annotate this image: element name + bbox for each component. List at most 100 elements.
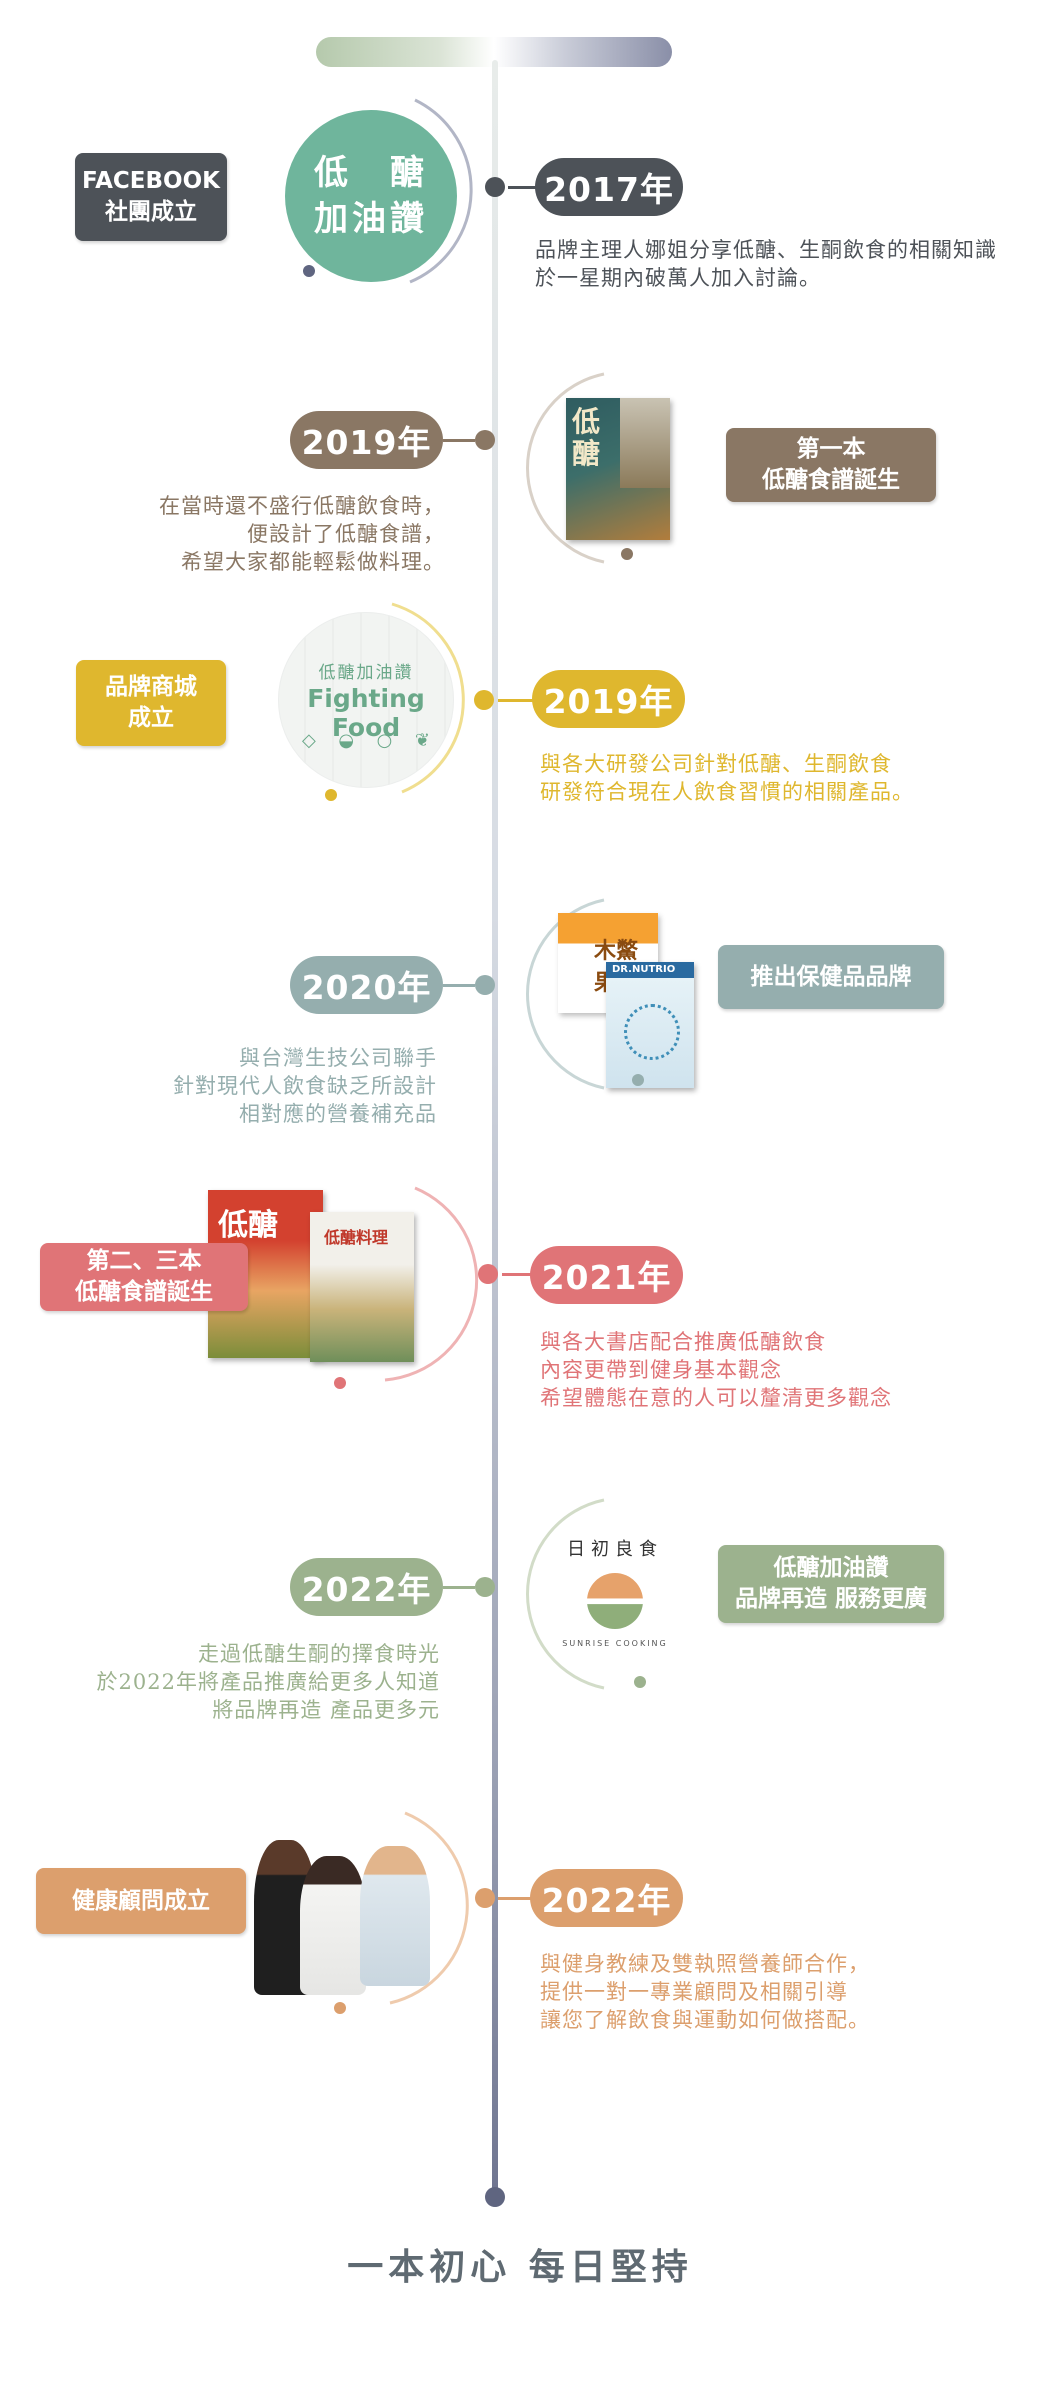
- description-line: 與台灣生技公司聯手: [239, 1046, 437, 1070]
- sunrise-cooking-logo: 日初良食 SUNRISE COOKING: [552, 1535, 678, 1671]
- description-line: 品牌主理人娜姐分享低醣、生酮飲食的相關知識: [535, 238, 997, 262]
- year-badge: 2021年: [530, 1246, 683, 1304]
- description-line: 讓您了解飲食與運動如何做搭配。: [540, 2008, 870, 2032]
- decorative-arc: [391, 602, 465, 794]
- logo-line: 低 醣: [314, 153, 428, 193]
- fighting-food-logo: 低醣加油讚 Fighting Food ◇ ◒ ○ ❦: [278, 612, 454, 788]
- timeline-node: [475, 975, 495, 995]
- decorative-arc: [409, 98, 473, 284]
- milestone-label: FACEBOOK 社團成立: [75, 153, 227, 241]
- year-badge: 2017年: [535, 158, 683, 216]
- decorative-arc: [526, 372, 605, 564]
- footer-slogan: 一本初心 每日堅持: [347, 2247, 693, 2288]
- milestone-description: 與各大研發公司針對低醣、生酮飲食 研發符合現在人飲食習慣的相關產品。: [540, 750, 914, 806]
- description-line: 希望大家都能輕鬆做料理。: [181, 550, 445, 574]
- year-badge: 2022年: [290, 1558, 443, 1616]
- timeline-node: [475, 430, 495, 450]
- milestone-description: 與各大書店配合推廣低醣飲食 內容更帶到健身基本觀念 希望體態在意的人可以釐清更多…: [540, 1328, 892, 1412]
- milestone-label: 第一本低醣食譜誕生: [726, 428, 936, 502]
- description-line: 提供一對一專業顧問及相關引導: [540, 1980, 848, 2004]
- timeline-connector: [443, 1586, 475, 1589]
- timeline-connector: [508, 186, 538, 189]
- recipe-book-cover: 低醣: [208, 1190, 323, 1358]
- timeline-line: [492, 60, 498, 2200]
- decorative-arc: [526, 1498, 605, 1690]
- year-badge: 2019年: [532, 670, 685, 728]
- description-line: 於2022年將產品推廣給更多人知道: [96, 1670, 440, 1694]
- milestone-description: 品牌主理人娜姐分享低醣、生酮飲食的相關知識 於一星期內破萬人加入討論。: [535, 236, 997, 292]
- timeline-connector: [443, 439, 475, 442]
- food-icons: ◇ ◒ ○ ❦: [302, 730, 430, 751]
- timeline-node: [485, 177, 505, 197]
- milestone-label: 低醣加油讚品牌再造 服務更廣: [718, 1545, 944, 1623]
- milestone-label: 第二、三本低醣食譜誕生: [40, 1243, 248, 1311]
- sun-icon: [587, 1573, 643, 1629]
- description-line: 走過低醣生酮的擇食時光: [198, 1642, 440, 1666]
- timeline-node: [478, 1264, 498, 1284]
- milestone-description: 與台灣生技公司聯手 針對現代人飲食缺乏所設計 相對應的營養補充品: [100, 1044, 437, 1128]
- timeline-connector: [443, 984, 475, 987]
- year-badge: 2019年: [290, 411, 443, 469]
- milestone-description: 在當時還不盛行低醣飲食時， 便設計了低醣食譜， 希望大家都能輕鬆做料理。: [100, 492, 445, 576]
- book-title: 低醣料理: [324, 1228, 389, 1247]
- label-line: 第一本: [796, 436, 866, 462]
- label-line: 品牌商城: [105, 674, 197, 700]
- timeline-connector: [498, 699, 534, 702]
- accent-dot: [634, 1676, 646, 1688]
- logo-line: 低醣加油讚: [318, 663, 414, 683]
- timeline-connector: [498, 1897, 534, 1900]
- timeline-end-dot: [485, 2187, 505, 2207]
- accent-dot: [621, 548, 633, 560]
- description-line: 針對現代人飲食缺乏所設計: [173, 1074, 437, 1098]
- brand-logo-circle: 低 醣 加油讚: [285, 110, 457, 282]
- label-line: 成立: [128, 705, 174, 731]
- logo-line: 加油讚: [314, 199, 428, 239]
- label-line: 低醣食譜誕生: [762, 467, 900, 493]
- leaf-icon: ❦: [414, 730, 430, 751]
- description-line: 在當時還不盛行低醣飲食時，: [159, 494, 445, 518]
- logo-line: Fighting Food: [307, 684, 425, 742]
- label-line: 低醣加油讚: [773, 1555, 889, 1581]
- description-line: 於一星期內破萬人加入討論。: [535, 266, 821, 290]
- timeline-connector: [502, 1273, 532, 1276]
- supplement-box-blue: DR.NUTRIO: [606, 962, 694, 1088]
- label-line: 品牌再造 服務更廣: [734, 1586, 927, 1612]
- consultant-team-photo: [252, 1820, 437, 1995]
- description-line: 與健身教練及雙執照營養師合作，: [540, 1952, 870, 1976]
- description-line: 相對應的營養補充品: [239, 1102, 437, 1126]
- decorative-arc: [384, 1186, 479, 1382]
- milestone-description: 走過低醣生酮的擇食時光 於2022年將產品推廣給更多人知道 將品牌再造 產品更多…: [40, 1640, 440, 1724]
- accent-dot: [325, 789, 337, 801]
- milestone-label: 健康顧問成立: [36, 1868, 246, 1934]
- label-line: FACEBOOK: [82, 168, 220, 194]
- bowl-icon: ◒: [338, 730, 355, 751]
- timeline-node: [474, 690, 494, 710]
- label-line: 社團成立: [104, 199, 197, 225]
- cheese-icon: ◇: [302, 730, 316, 751]
- egg-icon: ○: [376, 730, 393, 751]
- product-name: DR.NUTRIO: [612, 964, 676, 975]
- label-line: 低醣食譜誕生: [75, 1279, 213, 1305]
- book-title: 低醣: [218, 1208, 278, 1243]
- timeline-node: [475, 1888, 495, 1908]
- description-line: 便設計了低醣食譜，: [247, 522, 445, 546]
- accent-dot: [334, 1377, 346, 1389]
- person-dietitian: [360, 1846, 430, 1986]
- description-line: 研發符合現在人飲食習慣的相關產品。: [540, 780, 914, 804]
- year-badge: 2022年: [530, 1869, 683, 1927]
- description-line: 與各大研發公司針對低醣、生酮飲食: [540, 752, 892, 776]
- description-line: 希望體態在意的人可以釐清更多觀念: [540, 1386, 892, 1410]
- milestone-label: 推出保健品品牌: [718, 945, 944, 1009]
- recipe-book-cover: 低醣: [566, 398, 670, 540]
- milestone-label: 品牌商城成立: [76, 660, 226, 746]
- recipe-book-cover: 低醣料理: [310, 1212, 414, 1362]
- label-line: 第二、三本: [86, 1248, 202, 1274]
- description-line: 將品牌再造 產品更多元: [212, 1698, 440, 1722]
- person-founder: [300, 1856, 366, 1995]
- label-line: 健康顧問成立: [72, 1887, 210, 1914]
- logo-name: 日初良食: [567, 1539, 663, 1560]
- accent-dot: [632, 1074, 644, 1086]
- description-line: 與各大書店配合推廣低醣飲食: [540, 1330, 826, 1354]
- year-badge: 2020年: [290, 956, 443, 1014]
- accent-dot: [303, 265, 315, 277]
